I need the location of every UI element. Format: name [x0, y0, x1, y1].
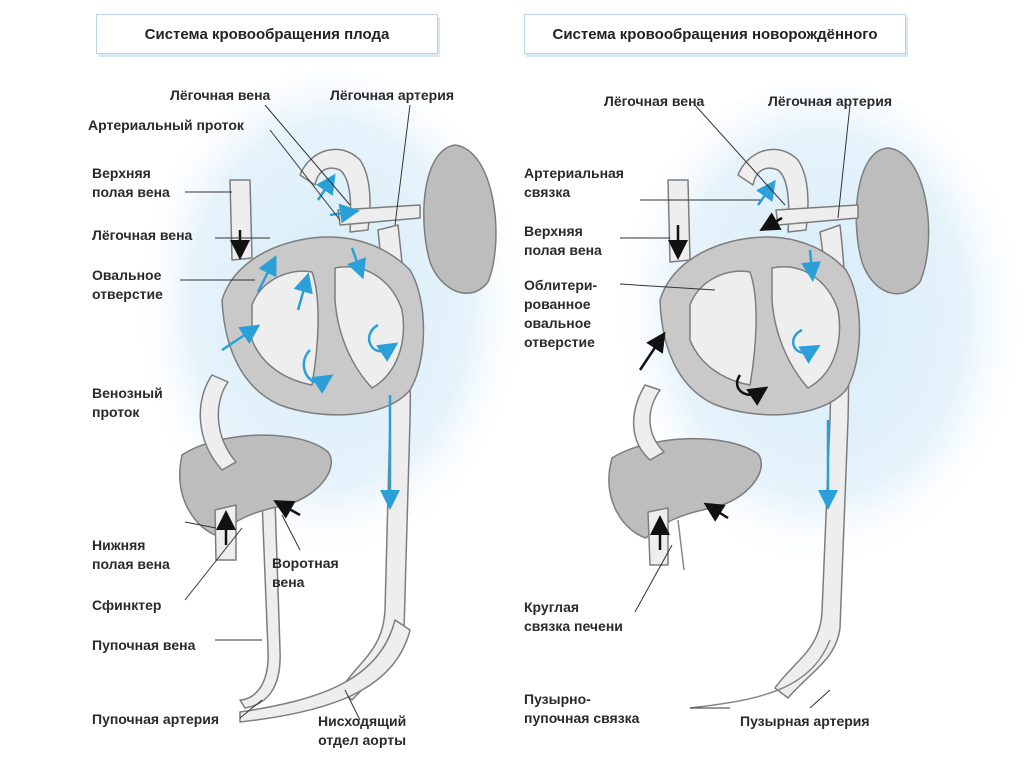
- fetal-label-ivc-line1: Нижняя: [92, 537, 146, 553]
- newborn-label-obliterated-line2: рованное: [524, 296, 591, 312]
- newborn-label-obliterated-line1: Облитери-: [524, 277, 598, 293]
- fetal-label-svc: Верхняя полая вена: [92, 164, 170, 202]
- fetal-umbilical-artery: [239, 619, 411, 723]
- fetal-label-svc-line1: Верхняя: [92, 165, 151, 181]
- fetal-label-ivc: Нижняя полая вена: [92, 536, 170, 574]
- fetal-label-ivc-line2: полая вена: [92, 556, 170, 572]
- fetal-label-pulmonary-artery: Лёгочная артерия: [330, 87, 455, 103]
- fetal-label-portal-line2: вена: [272, 574, 305, 590]
- newborn-label-round-lig-line1: Круглая: [524, 599, 580, 615]
- newborn-lung: [855, 147, 930, 295]
- fetal-label-ductus-arteriosus: Артериальный проток: [88, 117, 244, 133]
- fetal-label-ductus-venosus-line1: Венозный: [92, 385, 163, 401]
- fetal-label-foramen-line1: Овальное: [92, 267, 162, 283]
- newborn-label-ligamentum-arteriosum: Артериальная связка: [524, 164, 624, 202]
- fetal-label-foramen-ovale: Овальное отверстие: [92, 266, 163, 304]
- fetal-ductus-venosus: [199, 374, 237, 471]
- newborn-label-round-lig-line2: связка печени: [524, 618, 623, 634]
- newborn-label-obliterated-foramen: Облитери- рованное овальное отверстие: [524, 276, 597, 352]
- newborn-label-lig-arteriosum-line1: Артериальная: [524, 165, 624, 181]
- newborn-ivc: [647, 507, 669, 566]
- fetal-panel-title-text: Система кровообращения плода: [144, 25, 390, 43]
- newborn-panel-title: Система кровообращения новорождённого: [524, 14, 906, 54]
- fetal-lung: [423, 144, 497, 294]
- newborn-label-lig-arteriosum-line2: связка: [524, 184, 571, 200]
- newborn-label-obliterated-line4: отверстие: [524, 334, 595, 350]
- fetal-flow-arrows: [221, 173, 400, 510]
- fetal-label-foramen-line2: отверстие: [92, 286, 163, 302]
- newborn-black-arrows: [638, 212, 783, 550]
- newborn-flow-arrows: [756, 179, 838, 510]
- newborn-label-pulmonary-artery: Лёгочная артерия: [768, 93, 893, 109]
- fetal-label-ductus-venosus-line2: проток: [92, 404, 140, 420]
- newborn-label-round-ligament: Круглая связка печени: [524, 598, 623, 636]
- fetal-label-desc-aorta-line1: Нисходящий: [318, 713, 407, 729]
- newborn-label-vesicoumb-line1: Пузырно-: [524, 691, 591, 707]
- newborn-right-ventricle: [689, 270, 757, 386]
- fetal-label-sphincter: Сфинктер: [92, 597, 162, 613]
- newborn-panel-title-text: Система кровообращения новорождённого: [552, 25, 878, 43]
- newborn-vesicoumbilical-ligament: [689, 639, 831, 709]
- newborn-label-vesicoumbilical-ligament: Пузырно- пупочная связка: [524, 690, 639, 728]
- fetal-label-portal-vein: Воротная вена: [272, 554, 339, 592]
- fetal-umbilical-vein-tube: [239, 499, 281, 709]
- newborn-label-vesical-artery: Пузырная артерия: [740, 713, 870, 729]
- fetal-label-pulmonary-vein-top: Лёгочная вена: [170, 87, 271, 103]
- newborn-label-pulmonary-vein-top: Лёгочная вена: [604, 93, 705, 109]
- fetal-label-desc-aorta-line2: отдел аорты: [318, 732, 407, 748]
- newborn-round-ligament: [677, 519, 685, 571]
- fetal-label-pulmonary-vein-side: Лёгочная вена: [92, 227, 193, 243]
- fetal-black-arrows: [216, 230, 301, 545]
- fetal-label-ductus-venosus: Венозный проток: [92, 384, 163, 422]
- newborn-label-svc-line2: полая вена: [524, 242, 602, 258]
- newborn-label-svc: Верхняя полая вена: [524, 222, 602, 260]
- fetal-label-umbilical-vein: Пупочная вена: [92, 637, 196, 653]
- newborn-label-vesicoumb-line2: пупочная связка: [524, 710, 640, 726]
- newborn-label-svc-line1: Верхняя: [524, 223, 583, 239]
- fetal-label-descending-aorta: Нисходящий отдел аорты: [318, 712, 406, 750]
- fetal-panel-title: Система кровообращения плода: [96, 14, 438, 54]
- fetal-label-svc-line2: полая вена: [92, 184, 170, 200]
- newborn-anatomy: [608, 147, 930, 709]
- fetal-label-portal-line1: Воротная: [272, 555, 339, 571]
- leader-lines: [180, 104, 851, 721]
- newborn-ivc-upper: [632, 384, 665, 461]
- newborn-label-obliterated-line3: овальное: [524, 315, 592, 331]
- fetal-label-umbilical-artery: Пупочная артерия: [92, 711, 220, 727]
